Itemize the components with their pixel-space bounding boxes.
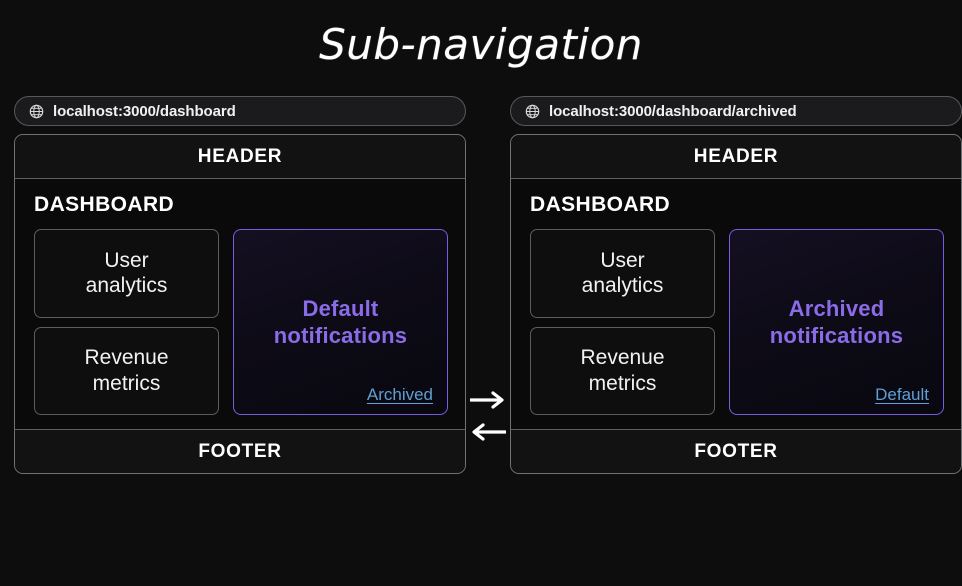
footer-band: FOOTER	[15, 429, 465, 473]
card-user-analytics[interactable]: User analytics	[530, 229, 715, 318]
header-band: HEADER	[15, 135, 465, 179]
card-label: Revenue metrics	[84, 345, 168, 396]
card-line-1: User	[600, 248, 645, 272]
card-revenue-metrics[interactable]: Revenue metrics	[34, 326, 219, 415]
notifications-title: Archived notifications	[770, 295, 903, 350]
card-label: User analytics	[582, 248, 664, 299]
card-revenue-metrics[interactable]: Revenue metrics	[530, 326, 715, 415]
notifications-subnav-link-archived[interactable]: Archived	[366, 385, 433, 404]
dashboard-content: DASHBOARD User analytics Revenue	[15, 179, 465, 429]
url-text: localhost:3000/dashboard	[53, 102, 236, 120]
url-bar-default[interactable]: localhost:3000/dashboard	[14, 96, 466, 126]
url-text: localhost:3000/dashboard/archived	[549, 102, 797, 120]
panels-row: User analytics Revenue metrics	[34, 229, 448, 415]
card-line-2: analytics	[581, 274, 664, 298]
browser-frame-archived: HEADER DASHBOARD User analytics	[510, 134, 962, 474]
card-line-1: Revenue	[580, 346, 665, 370]
card-line-1: User	[104, 248, 149, 272]
globe-icon	[525, 104, 540, 118]
card-line-2: metrics	[588, 371, 657, 395]
browser-frame-default: HEADER DASHBOARD User analytics	[14, 134, 466, 474]
card-label: User analytics	[86, 248, 168, 299]
section-title-dashboard: DASHBOARD	[530, 193, 671, 216]
globe-icon	[29, 104, 44, 118]
panels-row: User analytics Revenue metrics	[530, 229, 944, 415]
notifications-title-line-2: notifications	[273, 323, 408, 348]
card-line-2: metrics	[92, 371, 161, 395]
cards-column: User analytics Revenue metrics	[34, 229, 219, 415]
arrow-right-icon	[470, 391, 504, 409]
card-line-1: Revenue	[84, 346, 169, 370]
notifications-title-line-1: Default	[302, 295, 379, 321]
notifications-panel-archived[interactable]: Archived notifications Default	[729, 229, 944, 415]
diagram-stage: localhost:3000/dashboard HEADER DASHBOAR…	[0, 96, 962, 481]
card-line-2: analytics	[85, 274, 168, 298]
page-title: Sub-navigation	[319, 20, 643, 69]
card-user-analytics[interactable]: User analytics	[34, 229, 219, 318]
notifications-panel-default[interactable]: Default notifications Archived	[233, 229, 448, 415]
browser-pane-archived: localhost:3000/dashboard/archived HEADER…	[510, 96, 962, 474]
browser-pane-default: localhost:3000/dashboard HEADER DASHBOAR…	[14, 96, 466, 474]
card-label: Revenue metrics	[580, 345, 664, 396]
transition-arrows	[466, 246, 510, 586]
notifications-subnav-link-default[interactable]: Default	[875, 385, 929, 404]
header-band: HEADER	[511, 135, 961, 179]
section-title-dashboard: DASHBOARD	[34, 193, 175, 216]
notifications-title: Default notifications	[274, 295, 407, 350]
footer-band: FOOTER	[511, 429, 961, 473]
dashboard-content: DASHBOARD User analytics Revenue	[511, 179, 961, 429]
notifications-title-line-2: notifications	[769, 323, 904, 348]
arrow-left-icon	[472, 423, 506, 441]
url-bar-archived[interactable]: localhost:3000/dashboard/archived	[510, 96, 962, 126]
notifications-title-line-1: Archived	[788, 295, 885, 321]
cards-column: User analytics Revenue metrics	[530, 229, 715, 415]
